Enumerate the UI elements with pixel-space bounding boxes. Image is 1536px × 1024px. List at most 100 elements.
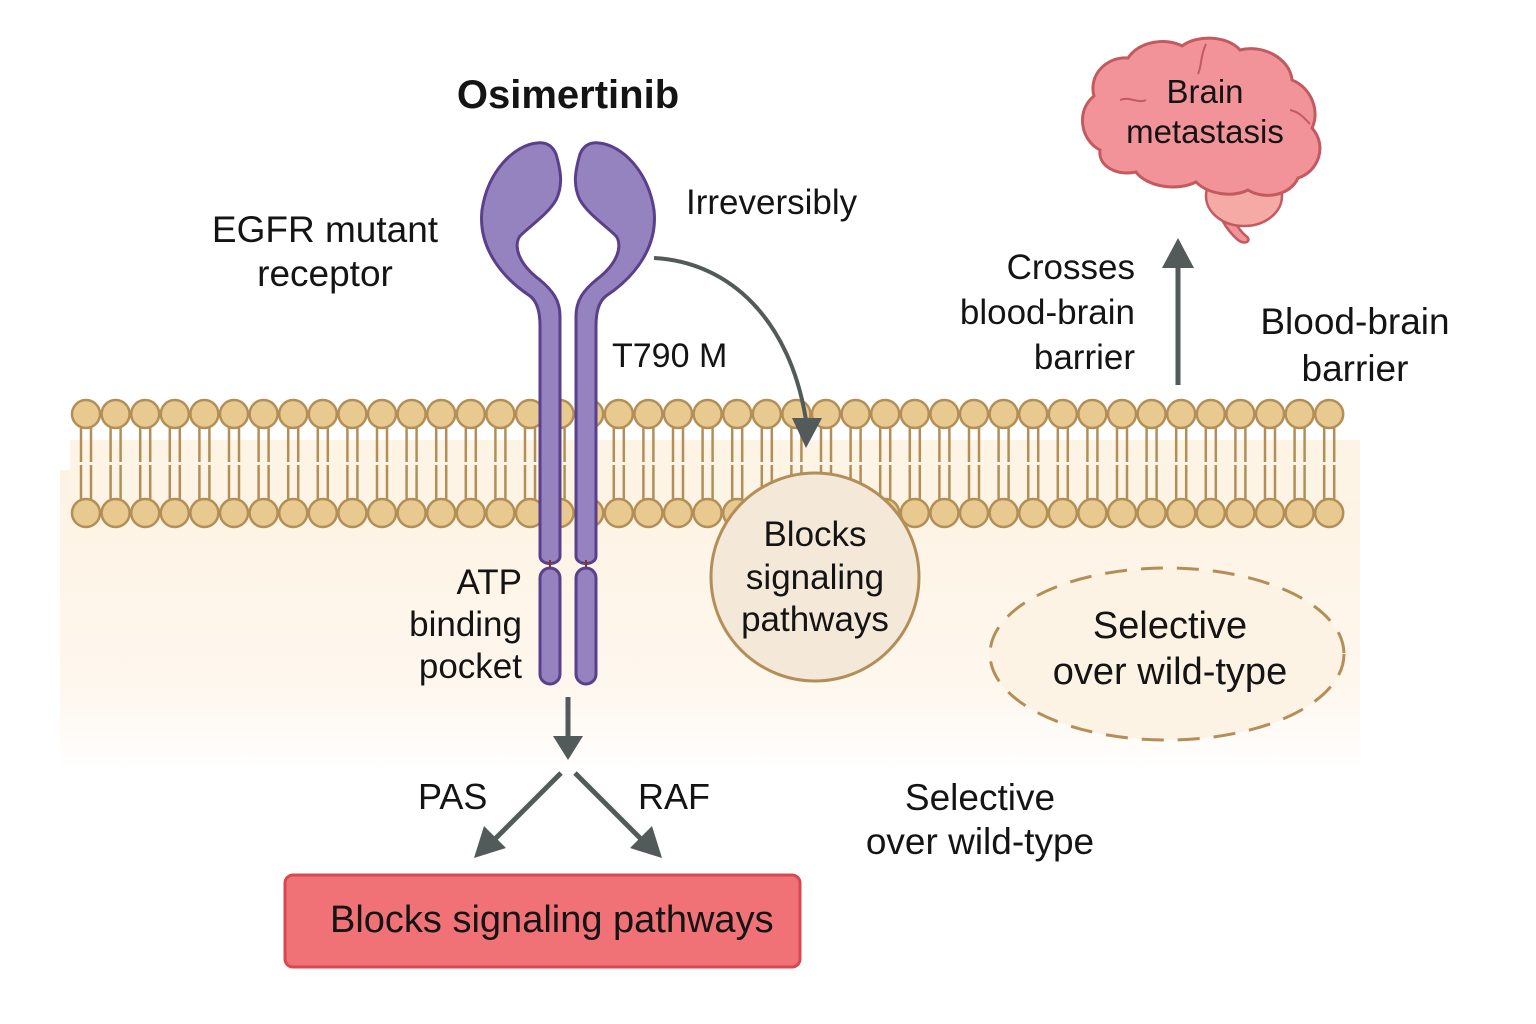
lipid-head (159, 398, 191, 430)
lipid-head (988, 497, 1019, 529)
lipid-head (1313, 398, 1345, 430)
lipid-head (869, 398, 901, 430)
bbb-label: Blood-brain barrier (1230, 298, 1480, 393)
receptor-label-line2: receptor (257, 252, 393, 294)
pathway-right-label: RAF (638, 776, 710, 817)
crosses-line2: blood-brain (959, 292, 1135, 332)
bubble-line3: pathways (741, 600, 889, 640)
bubble-line2: signaling (745, 557, 885, 597)
lipid-head (1225, 398, 1256, 430)
lipid-head (751, 398, 783, 430)
lipid-head (337, 398, 368, 430)
crosses-line1: Crosses (1006, 248, 1135, 287)
lipid-head (218, 398, 250, 430)
lipid-head (692, 497, 723, 529)
lipid-head (958, 497, 990, 529)
lipid-head (929, 497, 960, 529)
receptor-label: EGFR mutant receptor (180, 208, 470, 295)
selective-plain-line1: Selective (904, 777, 1056, 818)
lipid-head (692, 398, 723, 430)
lipid-head (100, 497, 131, 529)
lipid-head (248, 398, 279, 430)
atp-pocket-label: ATP binding pocket (380, 562, 522, 688)
selective-plain-label: Selective over wild-type (820, 776, 1140, 865)
lipid-head (1017, 398, 1049, 430)
irreversible-arrowhead (792, 418, 822, 448)
selective-oval (988, 566, 1346, 742)
lipid-head (1195, 398, 1227, 430)
lipid-head (899, 398, 931, 430)
lipid-head (1077, 398, 1108, 430)
lipid-head (100, 398, 131, 430)
lipid-head (366, 497, 398, 529)
lipid-head (1047, 398, 1079, 430)
crosses-line3: barrier (1033, 337, 1135, 377)
lipid-head (958, 398, 990, 430)
kinase-domain-left (538, 566, 562, 686)
irreversibly-label: Irreversibly (686, 183, 858, 222)
selective-oval-label: Selective over wild-type (1010, 604, 1330, 695)
selective-oval-line1: Selective (1092, 605, 1248, 647)
bbb-line1: Blood-brain (1260, 301, 1450, 342)
lipid-head (1047, 497, 1079, 529)
lipid-head (840, 398, 871, 430)
lipid-head (307, 398, 339, 430)
drug-title: Osimertinib (456, 73, 680, 117)
bbb-line2: barrier (1301, 348, 1409, 390)
brain-label: Brain metastasis (1100, 72, 1310, 151)
brain-line2: metastasis (1126, 112, 1284, 150)
lipid-head (129, 497, 161, 529)
outcome-box (283, 873, 802, 969)
mutation-label: T790 M (612, 337, 728, 375)
lipid-head (425, 398, 457, 430)
lipid-head (929, 398, 960, 430)
selective-plain-line2: over wild-type (865, 821, 1095, 863)
lipid-head (425, 497, 457, 529)
lipid-head (70, 497, 102, 529)
lipid-head (1254, 398, 1286, 430)
lipid-head (189, 398, 220, 430)
lipid-head (1165, 398, 1197, 430)
lipid-head (129, 398, 161, 430)
lipid-head (159, 497, 191, 529)
lipid-head (396, 398, 427, 430)
lipid-head (307, 497, 339, 529)
irreversible-binding-arrow (653, 256, 808, 421)
lipid-head (70, 398, 102, 430)
lipid-head (603, 398, 635, 430)
receptor-label-line1: EGFR mutant (211, 209, 439, 250)
crosses-bbb-label: Crosses blood-brain barrier (915, 246, 1135, 380)
outcome-box-label: Blocks signaling pathways (330, 899, 774, 941)
bubble-blocks-label: Blocks signaling pathways (710, 514, 920, 642)
atp-pocket-line2: binding (409, 605, 522, 644)
lipid-head (218, 497, 250, 529)
lipid-head (1106, 398, 1138, 430)
lipid-head (248, 497, 279, 529)
egfr-receptor-icon (480, 141, 656, 686)
lipid-head (189, 497, 220, 529)
bubble-line1: Blocks (763, 515, 867, 554)
blocks-signaling-bubble (709, 471, 921, 683)
lipid-head (1284, 497, 1315, 529)
lipid-head (366, 398, 398, 430)
lipid-head (277, 497, 309, 529)
atp-pocket-line3: pocket (418, 647, 522, 686)
kinase-domain-right (574, 566, 598, 686)
lipid-head (662, 398, 694, 430)
lipid-head (455, 497, 487, 529)
lipid-head (633, 497, 664, 529)
lipid-head (1136, 398, 1167, 430)
lipid-head (277, 398, 309, 430)
pathway-left-label: PAS (418, 776, 488, 817)
lipid-head (1077, 497, 1108, 529)
lipid-head (1195, 497, 1227, 529)
lipid-head (1165, 497, 1197, 529)
downstream-arrows (474, 697, 662, 858)
lipid-head (396, 497, 427, 529)
lipid-head (603, 497, 635, 529)
lipid-head (1313, 497, 1345, 529)
lipid-head (485, 398, 516, 430)
brain-line1: Brain (1166, 73, 1244, 110)
lipid-head (662, 497, 694, 529)
